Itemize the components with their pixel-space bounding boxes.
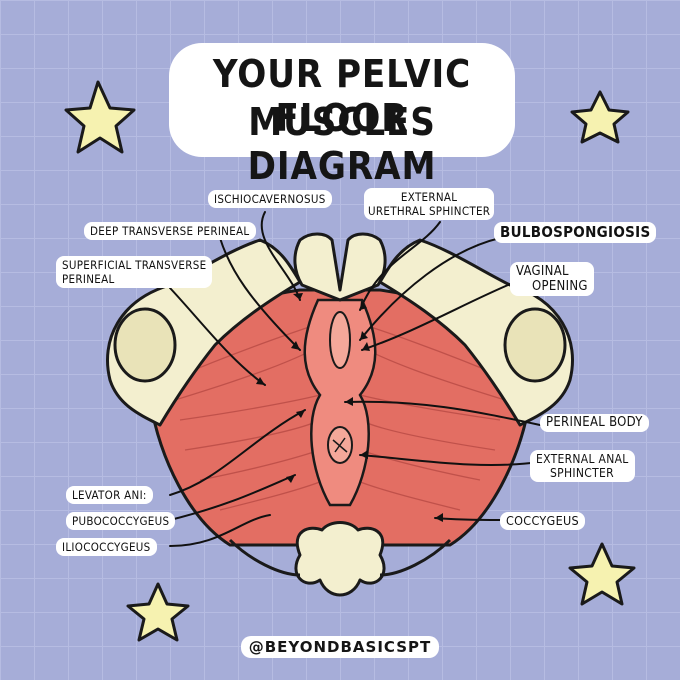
star-icon — [126, 582, 190, 642]
title-banner: YOUR PELVIC FLOOR MUSCLES DIAGRAM — [172, 46, 512, 188]
title-line-1: YOUR PELVIC FLOOR — [212, 52, 472, 140]
label-levator-ani: LEVATOR ANI: — [66, 486, 153, 504]
star-icon — [568, 542, 636, 606]
author-handle: @BEYONDBASICSPT — [0, 636, 680, 658]
label-bulbospongiosis: BULBOSPONGIOSIS — [494, 222, 657, 243]
label-coccygeus: COCCYGEUS — [500, 512, 585, 530]
label-external-urethral-line1: EXTERNAL — [400, 190, 458, 204]
label-vaginal-line2: OPENING — [532, 279, 588, 294]
vaginal-opening — [329, 311, 351, 369]
pubic-symphysis — [293, 232, 387, 302]
label-iliococcygeus: ILIOCOCCYGEUS — [56, 538, 157, 556]
label-external-urethral-line2: URETHRAL SPHINCTER — [368, 204, 491, 218]
label-superficial-line2: PERINEAL — [62, 272, 115, 286]
label-vaginal-opening: VAGINAL OPENING — [510, 262, 594, 296]
star-icon — [64, 80, 136, 154]
label-deep-transverse-perineal: DEEP TRANSVERSE PERINEAL — [84, 222, 256, 240]
bulbospongiosus-muscle — [303, 298, 377, 507]
label-ischiocavernosus: ISCHIOCAVERNOSUS — [208, 190, 332, 208]
label-pubococcygeus: PUBOCOCCYGEUS — [66, 512, 176, 530]
coccyx — [294, 521, 386, 597]
label-external-anal-line2: SPHINCTER — [550, 466, 614, 480]
label-superficial-transverse-perineal: SUPERFICIAL TRANSVERSE PERINEAL — [56, 256, 213, 288]
title-line-2: MUSCLES DIAGRAM — [247, 100, 437, 188]
label-external-anal-line1: EXTERNAL ANAL — [536, 452, 629, 466]
label-external-anal-sphincter: EXTERNAL ANAL SPHINCTER — [530, 450, 635, 482]
label-perineal-body: PERINEAL BODY — [540, 414, 649, 432]
star-icon — [570, 90, 630, 144]
label-external-urethral-sphincter: EXTERNAL URETHRAL SPHINCTER — [364, 188, 495, 220]
author-handle-text: @BEYONDBASICSPT — [240, 636, 440, 658]
label-vaginal-line1: VAGINAL — [516, 264, 569, 279]
label-superficial-line1: SUPERFICIAL TRANSVERSE — [62, 258, 207, 272]
